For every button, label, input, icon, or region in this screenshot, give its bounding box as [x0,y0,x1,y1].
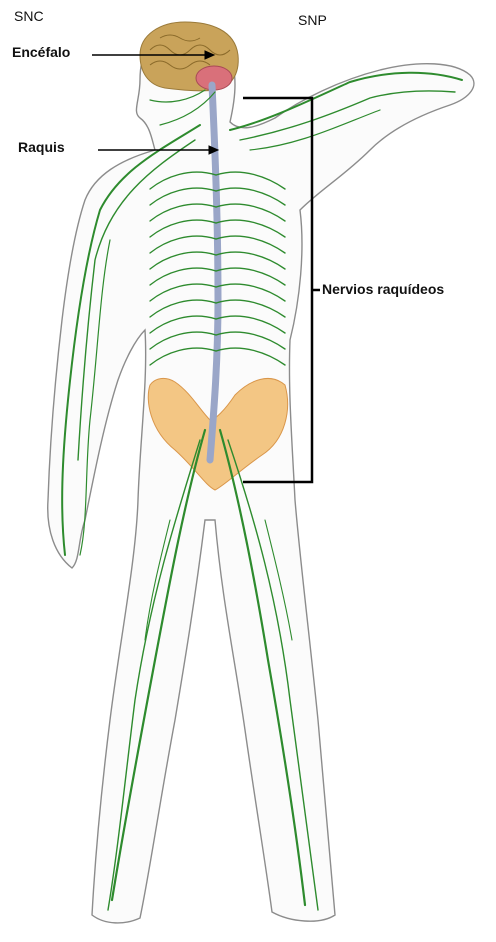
raquis-label: Raquis [18,139,65,155]
body-outline [48,24,474,923]
snp-label: SNP [298,12,327,28]
encefalo-label: Encéfalo [12,44,70,60]
nervios-raquideos-label: Nervios raquídeos [322,281,444,297]
snc-label: SNC [14,8,44,24]
